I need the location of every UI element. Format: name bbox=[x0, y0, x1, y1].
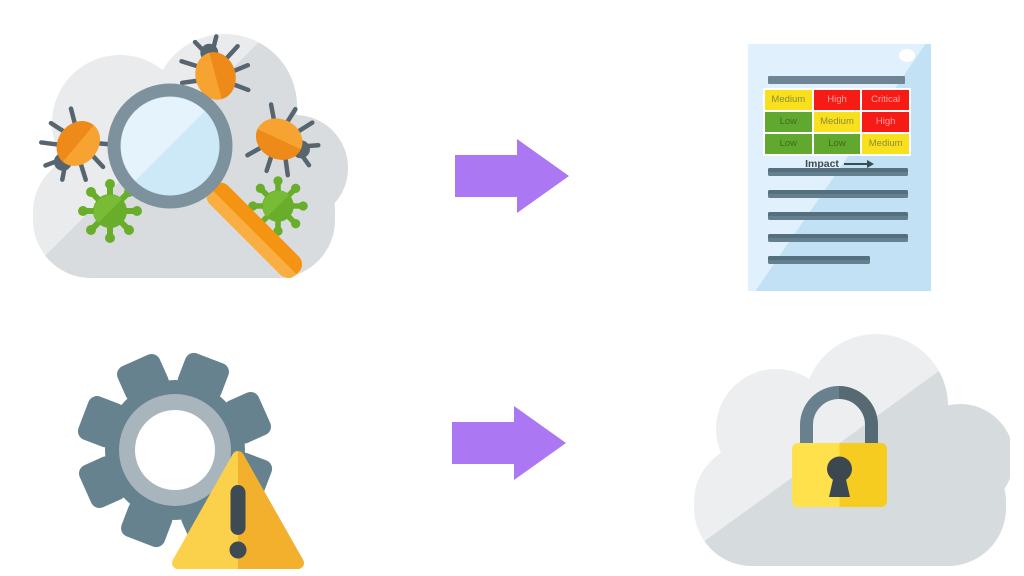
risk-cell: Medium bbox=[765, 90, 812, 110]
report-text-line bbox=[768, 190, 908, 198]
arrow-right-icon bbox=[452, 406, 566, 480]
report-text-line bbox=[768, 168, 908, 176]
impact-axis: Impact bbox=[748, 158, 931, 170]
risk-matrix-report-icon: Medium High Critical Low Medium High Low… bbox=[748, 44, 931, 291]
paper-cloud-blob bbox=[899, 49, 915, 62]
padlock-shackle bbox=[800, 386, 878, 448]
magnifier-handle bbox=[206, 182, 303, 279]
cloud-with-padlock-icon bbox=[694, 334, 1010, 566]
exclamation-mark bbox=[230, 485, 246, 535]
cloud-with-bugs-magnifier-icon bbox=[25, 18, 348, 279]
risk-cell: Critical bbox=[862, 90, 909, 110]
arrow-right-shape bbox=[455, 139, 569, 213]
risk-cell: Medium bbox=[813, 112, 861, 132]
warning-triangle-icon bbox=[172, 451, 304, 569]
risk-cell: High bbox=[862, 112, 909, 132]
risk-cell: Low bbox=[813, 134, 861, 154]
padlock-icon bbox=[792, 386, 887, 507]
impact-label: Impact bbox=[805, 158, 839, 170]
report-text-line bbox=[768, 212, 908, 220]
magnifying-glass-icon bbox=[107, 83, 303, 279]
arrow-right-icon bbox=[455, 139, 569, 213]
keyhole bbox=[827, 456, 852, 482]
risk-matrix: Medium High Critical Low Medium High Low… bbox=[763, 88, 911, 156]
risk-cell: High bbox=[813, 90, 861, 110]
impact-arrow-icon bbox=[843, 160, 874, 168]
gear-icon bbox=[77, 352, 273, 548]
gear-warning-icon bbox=[77, 352, 304, 569]
report-text-line bbox=[768, 234, 908, 242]
report-text-line bbox=[768, 256, 870, 264]
risk-cell: Medium bbox=[862, 134, 909, 154]
report-title-bar bbox=[768, 76, 905, 84]
risk-cell: Low bbox=[765, 134, 812, 154]
arrow-right-shape bbox=[452, 406, 566, 480]
risk-cell: Low bbox=[765, 112, 812, 132]
